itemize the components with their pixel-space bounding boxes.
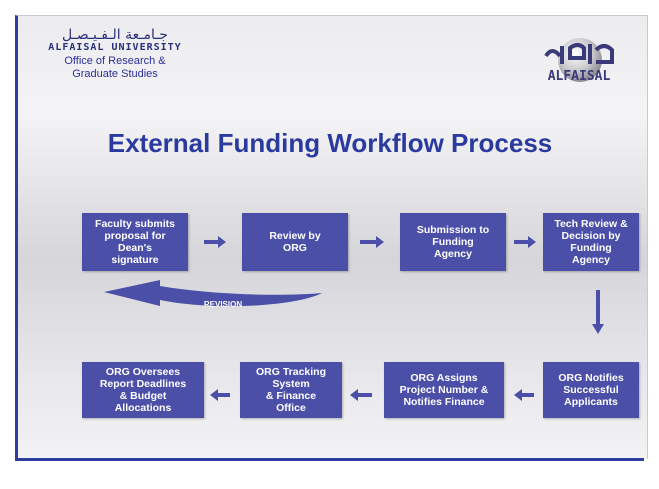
step-label: Review by ORG bbox=[269, 230, 321, 254]
step-submission-to-agency: Submission to Funding Agency bbox=[400, 213, 506, 271]
logo-latin-text: ALFAISAL UNIVERSITY bbox=[48, 42, 182, 53]
step-label: ORG Notifies Successful Applicants bbox=[558, 372, 624, 408]
svg-text:ALFAISAL: ALFAISAL bbox=[548, 69, 611, 84]
step-org-assigns: ORG Assigns Project Number & Notifies Fi… bbox=[384, 362, 504, 418]
step-review-by-org: Review by ORG bbox=[242, 213, 348, 271]
step-org-tracking: ORG Tracking System & Finance Office bbox=[240, 362, 342, 418]
step-label: Submission to Funding Agency bbox=[416, 224, 490, 260]
step-tech-review: Tech Review & Decision by Funding Agency bbox=[543, 213, 639, 271]
alfaisal-logo-right: ALFAISAL bbox=[540, 30, 618, 90]
alfaisal-emblem-icon: ALFAISAL bbox=[544, 38, 614, 84]
step-org-notifies: ORG Notifies Successful Applicants bbox=[543, 362, 639, 418]
step-label: Faculty submits proposal for Dean's sign… bbox=[95, 218, 175, 266]
step-faculty-submits: Faculty submits proposal for Dean's sign… bbox=[82, 213, 188, 271]
step-label: Tech Review & Decision by Funding Agency bbox=[554, 218, 628, 266]
step-org-oversees: ORG Oversees Report Deadlines & Budget A… bbox=[82, 362, 204, 418]
page-title: External Funding Workflow Process bbox=[107, 128, 553, 158]
alfaisal-logo-left: جـامـعة الـفـيـصـل ALFAISAL UNIVERSITY O… bbox=[40, 28, 190, 81]
step-label: ORG Assigns Project Number & Notifies Fi… bbox=[399, 372, 489, 408]
revision-label: REVISION bbox=[203, 300, 243, 309]
logo-arabic-text: جـامـعة الـفـيـصـل bbox=[62, 27, 168, 43]
bottom-border bbox=[15, 458, 644, 461]
step-label: ORG Oversees Report Deadlines & Budget A… bbox=[99, 366, 187, 414]
step-label: ORG Tracking System & Finance Office bbox=[255, 366, 327, 414]
office-name: Office of Research & Graduate Studies bbox=[64, 55, 166, 80]
